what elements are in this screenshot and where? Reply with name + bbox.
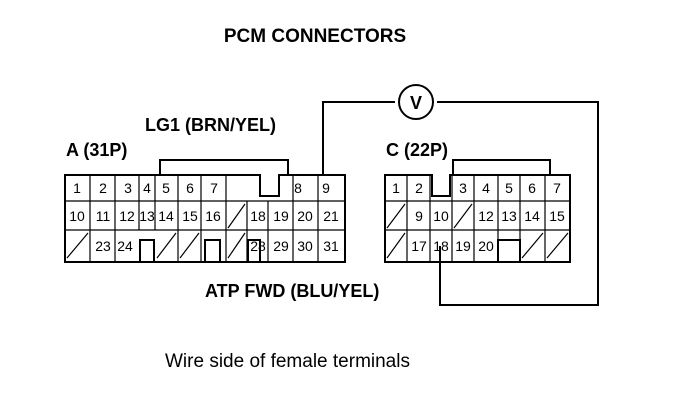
pin-label: 2 <box>415 180 423 196</box>
pin-label: 18 <box>250 208 266 224</box>
pin-label: 12 <box>119 208 135 224</box>
pin-label: 20 <box>297 208 313 224</box>
pin-label: 20 <box>478 238 494 254</box>
pin-label: 6 <box>186 180 194 196</box>
pin-label: 23 <box>95 238 111 254</box>
pin-label: 10 <box>69 208 85 224</box>
pin-label: 1 <box>73 180 81 196</box>
pin-label: 3 <box>459 180 467 196</box>
connector-c-grid <box>385 175 570 262</box>
pin-label: 5 <box>162 180 170 196</box>
pin-label: 14 <box>158 208 174 224</box>
pin-label: 8 <box>294 180 302 196</box>
pin-label: 16 <box>205 208 221 224</box>
pin-label: 3 <box>124 180 132 196</box>
connector-a-housing <box>64 159 346 263</box>
connector-c-housing <box>384 159 571 263</box>
pin-label: 10 <box>433 208 449 224</box>
pin-label: 28 <box>250 238 266 254</box>
pin-label: 19 <box>455 238 471 254</box>
connector-a-pins: 1 2 3 4 5 6 7 8 9 10 11 12 13 14 15 16 1… <box>69 180 339 254</box>
diagram-caption: Wire side of female terminals <box>165 351 410 372</box>
pin-label: 15 <box>549 208 565 224</box>
pin-label: 4 <box>143 180 151 196</box>
pin-label: 30 <box>297 238 313 254</box>
pin-label: 18 <box>433 238 449 254</box>
pin-label: 5 <box>505 180 513 196</box>
pin-label: 11 <box>96 208 111 224</box>
connector-a-label: A (31P) <box>66 140 127 160</box>
pin-label: 17 <box>411 238 427 254</box>
pin-label: 29 <box>273 238 289 254</box>
test-leads <box>322 101 599 306</box>
pin-label: 7 <box>553 180 561 196</box>
wire-label-lg1: LG1 (BRN/YEL) <box>145 115 276 135</box>
pin-label: 9 <box>415 208 423 224</box>
pin-label: 1 <box>392 180 400 196</box>
pin-label: 7 <box>210 180 218 196</box>
pin-label: 31 <box>323 238 339 254</box>
connector-a-grid <box>65 175 345 262</box>
voltmeter-icon: V <box>398 84 434 120</box>
pin-label: 6 <box>528 180 536 196</box>
wire-label-atp-fwd: ATP FWD (BLU/YEL) <box>205 281 379 301</box>
pin-label: 19 <box>273 208 289 224</box>
pin-label: 24 <box>117 238 133 254</box>
pin-label: 9 <box>322 180 330 196</box>
diagram-title: PCM CONNECTORS <box>224 26 406 47</box>
pin-label: 2 <box>99 180 107 196</box>
pin-label: 13 <box>139 208 155 224</box>
pin-label: 4 <box>482 180 490 196</box>
pin-label: 15 <box>182 208 198 224</box>
pin-label: 13 <box>501 208 517 224</box>
pin-label: 21 <box>323 208 339 224</box>
pin-label: 12 <box>478 208 494 224</box>
voltmeter-symbol: V <box>410 93 422 113</box>
connector-c-pins: 1 2 3 4 5 6 7 9 10 12 13 14 15 17 18 19 … <box>392 180 565 254</box>
pin-label: 14 <box>524 208 540 224</box>
connector-c-label: C (22P) <box>386 140 448 160</box>
